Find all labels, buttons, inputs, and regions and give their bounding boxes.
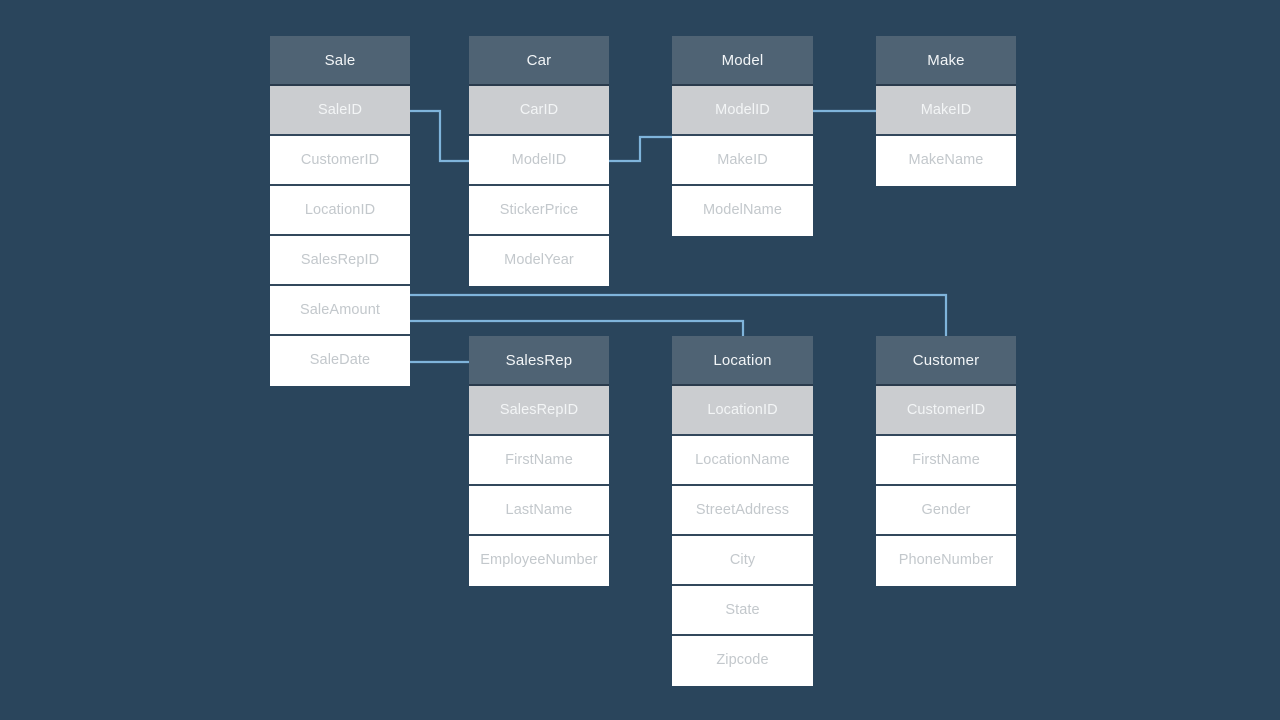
column-gender[interactable]: Gender [876,486,1016,536]
column-locationid[interactable]: LocationID [270,186,410,236]
table-title-car: Car [469,36,609,86]
column-employeenumber[interactable]: EmployeeNumber [469,536,609,586]
column-makeid[interactable]: MakeID [672,136,813,186]
column-makename[interactable]: MakeName [876,136,1016,186]
table-title-customer: Customer [876,336,1016,386]
column-modelyear[interactable]: ModelYear [469,236,609,286]
table-title-make: Make [876,36,1016,86]
column-carid[interactable]: CarID [469,86,609,136]
column-firstname[interactable]: FirstName [469,436,609,486]
table-title-sale: Sale [270,36,410,86]
column-salesrepid[interactable]: SalesRepID [469,386,609,436]
column-customerid[interactable]: CustomerID [876,386,1016,436]
table-title-location: Location [672,336,813,386]
column-modelid[interactable]: ModelID [672,86,813,136]
column-saleamount[interactable]: SaleAmount [270,286,410,336]
column-saleid[interactable]: SaleID [270,86,410,136]
column-locationid[interactable]: LocationID [672,386,813,436]
column-phonenumber[interactable]: PhoneNumber [876,536,1016,586]
table-title-salesrep: SalesRep [469,336,609,386]
column-stickerprice[interactable]: StickerPrice [469,186,609,236]
column-salesrepid[interactable]: SalesRepID [270,236,410,286]
column-customerid[interactable]: CustomerID [270,136,410,186]
column-firstname[interactable]: FirstName [876,436,1016,486]
relationship-sale-car [410,109,469,163]
column-lastname[interactable]: LastName [469,486,609,536]
table-title-model: Model [672,36,813,86]
column-modelid[interactable]: ModelID [469,136,609,186]
column-makeid[interactable]: MakeID [876,86,1016,136]
column-city[interactable]: City [672,536,813,586]
column-streetaddress[interactable]: StreetAddress [672,486,813,536]
relationship-car-model [609,135,672,163]
column-modelname[interactable]: ModelName [672,186,813,236]
relationship-sale-customer [410,293,948,340]
column-zipcode[interactable]: Zipcode [672,636,813,686]
column-saledate[interactable]: SaleDate [270,336,410,386]
column-state[interactable]: State [672,586,813,636]
column-locationname[interactable]: LocationName [672,436,813,486]
